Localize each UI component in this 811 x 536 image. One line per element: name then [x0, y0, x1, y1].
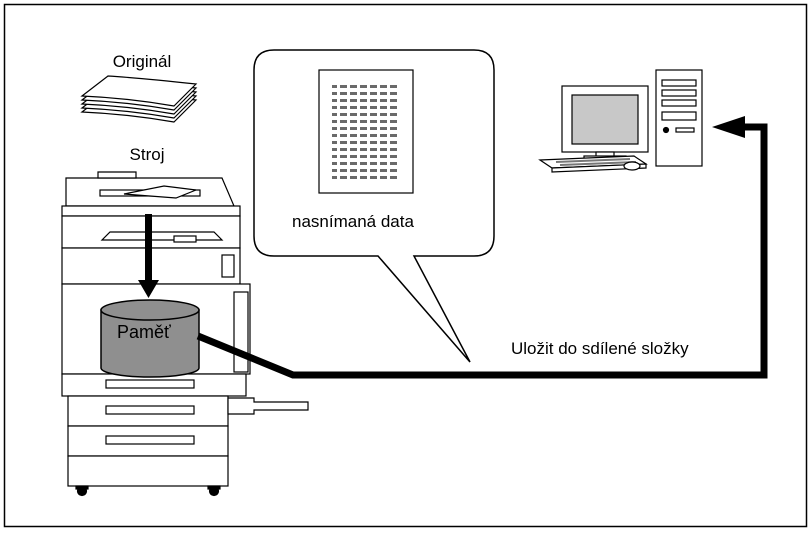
scanned-data-label: nasnímaná data — [292, 212, 414, 231]
paper-stack-icon — [80, 75, 198, 123]
scan-to-memory-arrow — [138, 214, 159, 298]
save-connection-line — [196, 123, 768, 379]
original-label: Originál — [113, 52, 172, 71]
machine-label: Stroj — [130, 145, 165, 164]
document-page-icon — [318, 69, 414, 194]
desktop-computer-icon — [538, 69, 703, 173]
scanned-data-callout — [253, 49, 495, 363]
save-arrowhead — [712, 116, 745, 138]
save-to-shared-folder-label: Uložit do sdílené složky — [511, 339, 689, 358]
memory-label: Paměť — [117, 322, 171, 342]
storage-cylinder-icon — [100, 299, 200, 378]
